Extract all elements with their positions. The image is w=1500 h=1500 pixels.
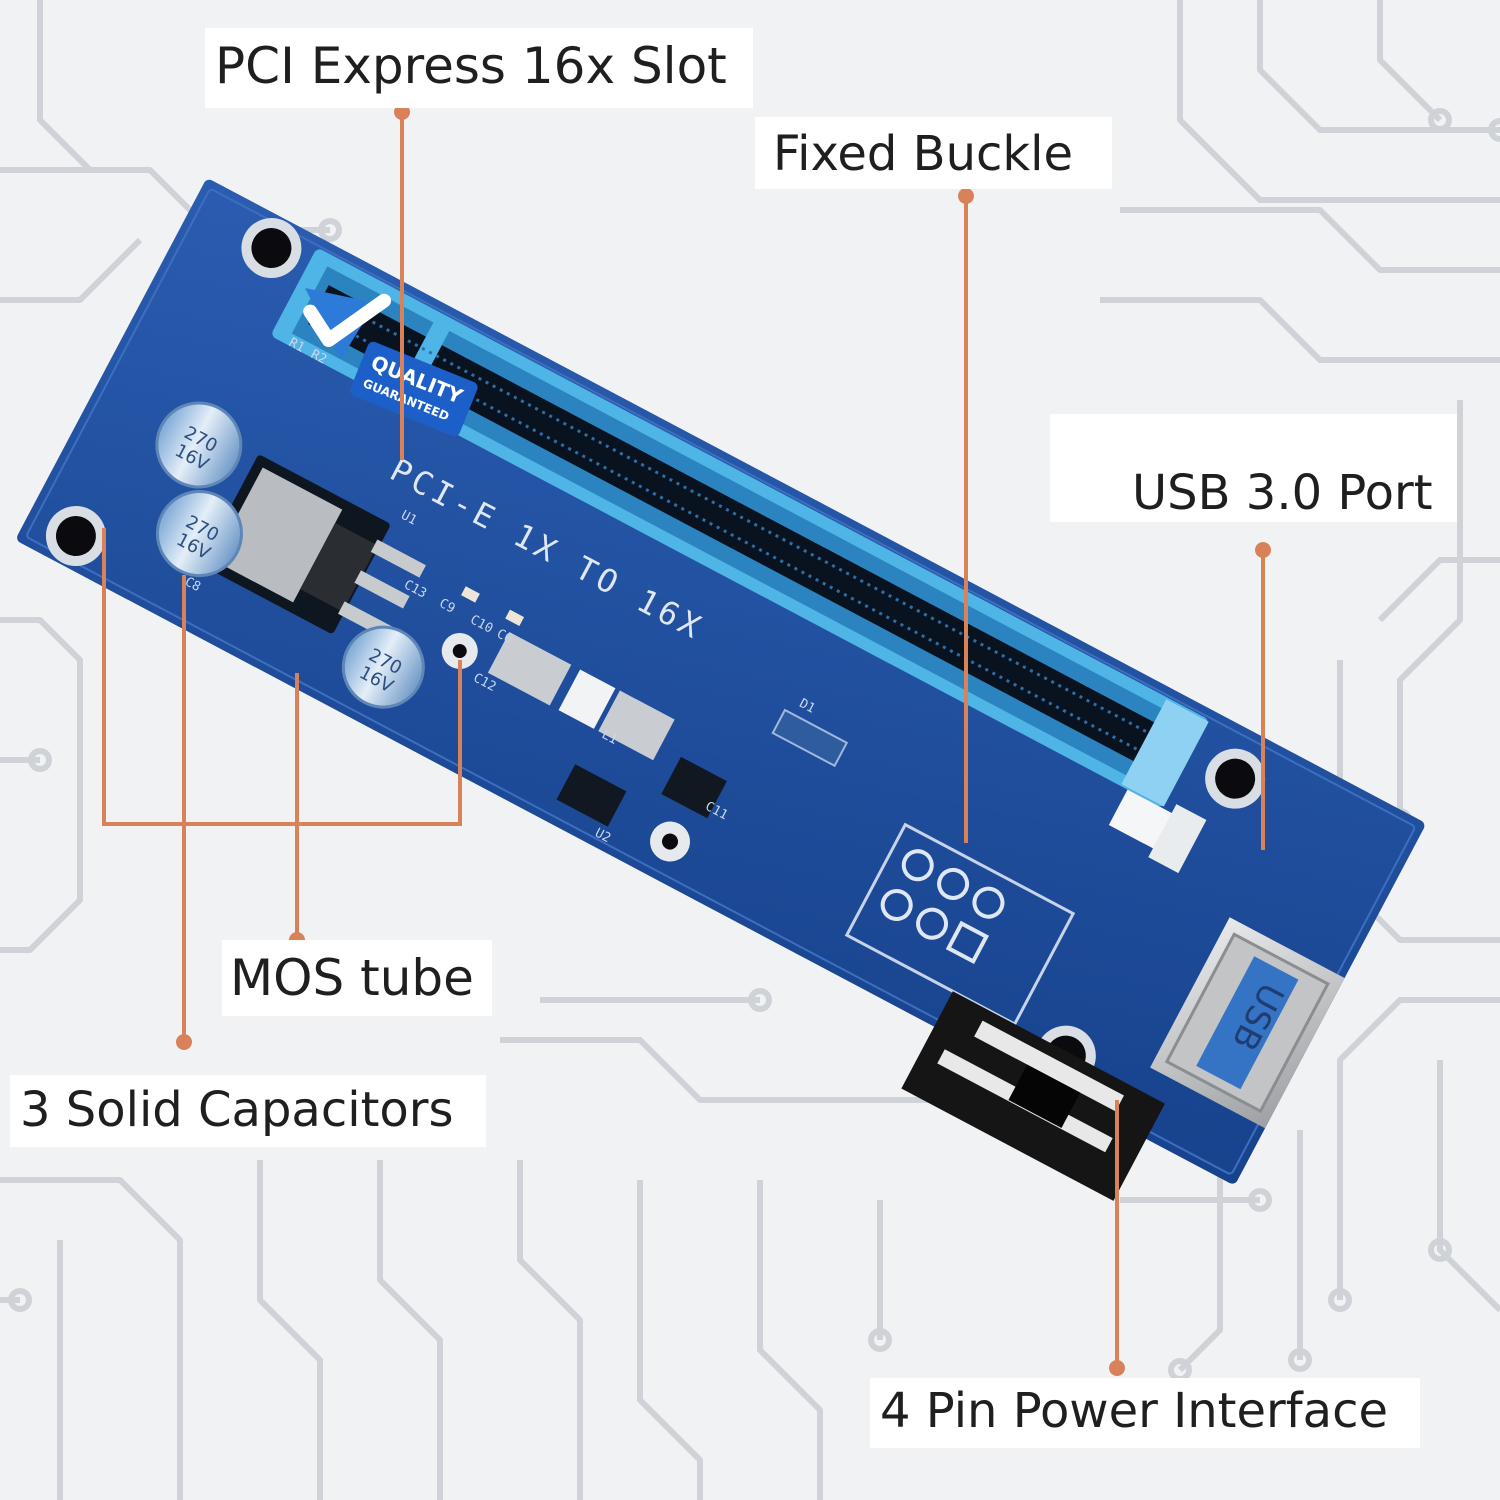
callout-label-pcie-slot: PCI Express 16x Slot xyxy=(205,28,753,108)
callout-label-usb-port: USB 3.0 Port xyxy=(1050,414,1457,522)
mounting-holes xyxy=(45,218,1266,1086)
svg-text:C6: C6 xyxy=(494,626,515,647)
svg-text:C8: C8 xyxy=(182,574,203,595)
circuit-pads xyxy=(8,108,1500,1382)
aux-pin-footprint xyxy=(844,822,1076,1027)
svg-text:C9: C9 xyxy=(437,596,458,617)
svg-text:R1: R1 xyxy=(286,335,307,356)
callout-lines xyxy=(102,112,1265,1370)
svg-text:R2: R2 xyxy=(308,347,329,368)
svg-text:U1: U1 xyxy=(398,508,419,529)
callout-label-mos-tube: MOS tube xyxy=(222,940,492,1016)
callout-label-capacitors: 3 Solid Capacitors xyxy=(10,1075,486,1147)
callout-label-fixed-buckle: Fixed Buckle xyxy=(755,117,1112,189)
smd-components xyxy=(441,586,849,862)
svg-text:D1: D1 xyxy=(797,696,818,717)
pcb xyxy=(17,179,1425,1184)
callout-label-power-interface: 4 Pin Power Interface xyxy=(870,1378,1420,1448)
power-connector xyxy=(901,991,1165,1201)
svg-text:U2: U2 xyxy=(592,826,613,847)
solid-capacitors: 270 16V 270 16V 270 16V xyxy=(155,401,425,709)
usb-port: USB xyxy=(1150,917,1345,1129)
svg-text:L1: L1 xyxy=(599,727,620,748)
fixed-buckle xyxy=(1108,789,1207,874)
mos-tube xyxy=(201,455,426,640)
